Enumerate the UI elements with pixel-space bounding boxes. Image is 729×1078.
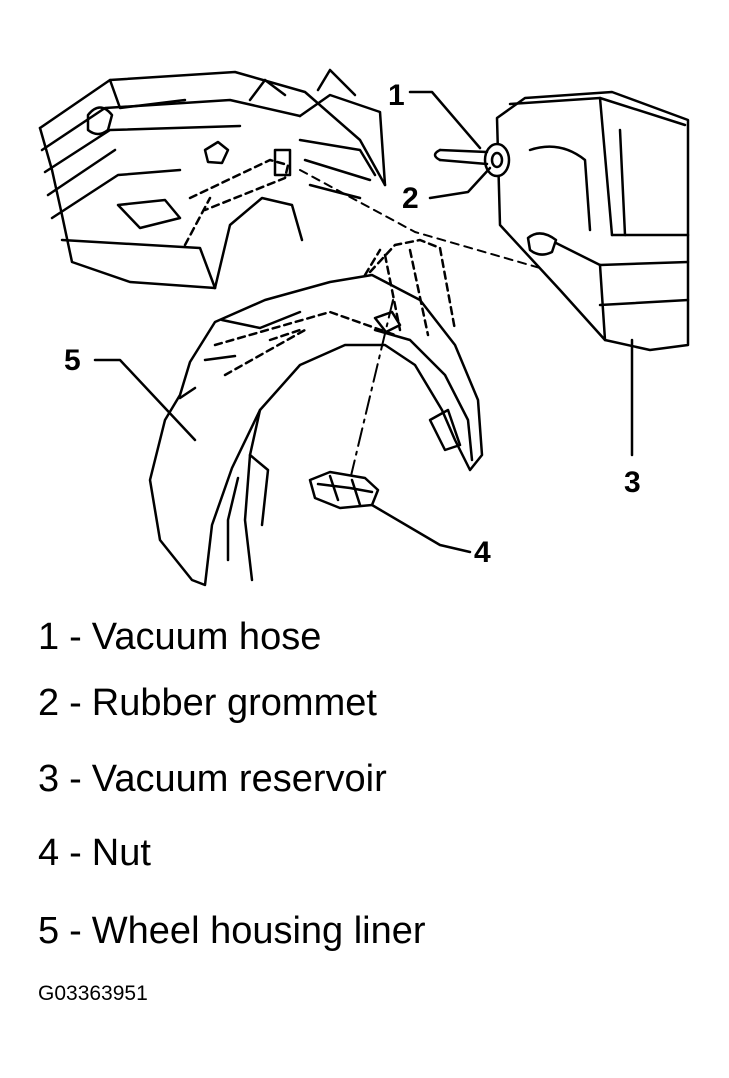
legend-number: 3 [38, 758, 60, 800]
legend-label: Rubber grommet [91, 682, 377, 724]
legend-item-rubber-grommet: 2-Rubber grommet [38, 684, 426, 722]
car-front-corner-inset [38, 68, 387, 290]
legend-separator: - [69, 682, 82, 724]
legend-separator: - [69, 758, 82, 800]
callout-2: 2 [402, 182, 419, 215]
parts-legend: 1-Vacuum hose 2-Rubber grommet 3-Vacuum … [38, 618, 426, 950]
legend-separator: - [69, 616, 82, 658]
legend-number: 5 [38, 910, 60, 952]
legend-item-vacuum-reservoir: 3-Vacuum reservoir [38, 760, 426, 798]
nut-graphic [308, 470, 380, 510]
figure-id: G03363951 [38, 982, 148, 1005]
exploded-view-illustration: 1 2 3 4 5 [38, 68, 690, 587]
legend-number: 4 [38, 832, 60, 874]
vacuum-reservoir-graphic [495, 90, 690, 352]
legend-label: Wheel housing liner [91, 910, 426, 952]
legend-label: Vacuum reservoir [91, 758, 387, 800]
callout-5: 5 [64, 344, 81, 377]
legend-item-wheel-housing-liner: 5-Wheel housing liner [38, 912, 426, 950]
legend-separator: - [69, 910, 82, 952]
legend-number: 2 [38, 682, 60, 724]
callout-leaders [93, 90, 634, 554]
wheel-housing-liner-graphic [148, 238, 484, 587]
legend-label: Vacuum hose [91, 616, 322, 658]
legend-number: 1 [38, 616, 60, 658]
legend-label: Nut [91, 832, 151, 874]
legend-item-vacuum-hose: 1-Vacuum hose [38, 618, 426, 656]
mounting-axis [349, 299, 394, 481]
callout-4: 4 [474, 536, 491, 569]
legend-item-nut: 4-Nut [38, 834, 426, 872]
legend-separator: - [69, 832, 82, 874]
callout-1: 1 [388, 79, 405, 112]
callout-3: 3 [624, 466, 641, 499]
